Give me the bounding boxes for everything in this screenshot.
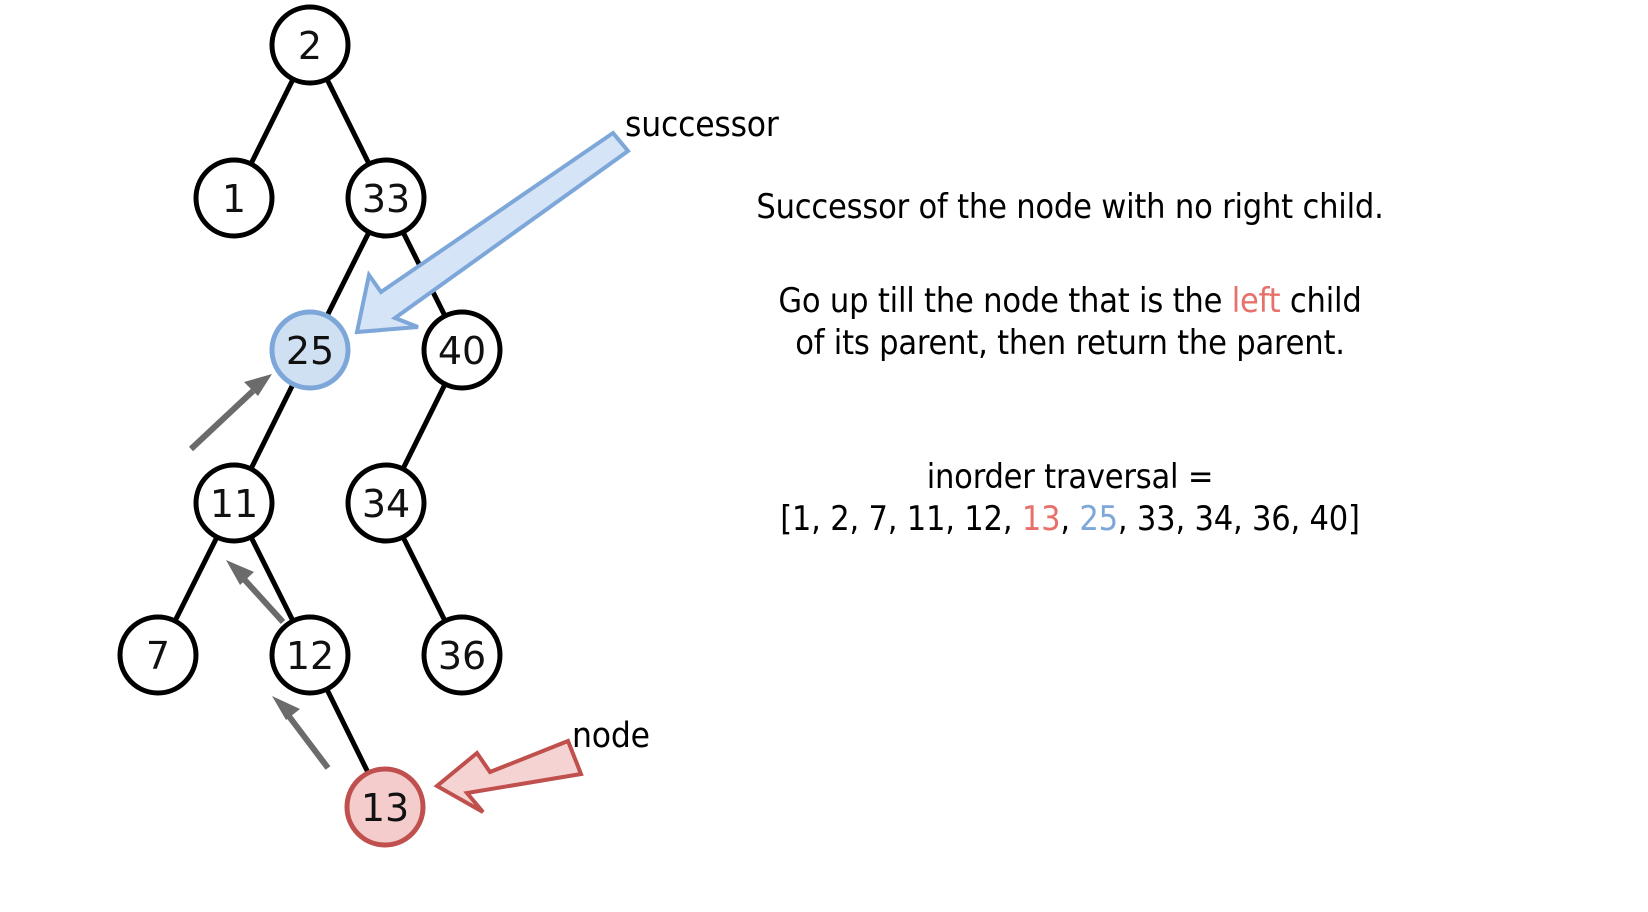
tree-node-1[interactable]: 1 [193, 157, 275, 239]
tree-node-25[interactable]: 25 [269, 309, 351, 391]
successor-callout-arrow [354, 130, 631, 335]
tree-node-1-label: 1 [222, 177, 246, 221]
tree-node-36-label: 36 [438, 634, 486, 678]
tree-nodes: 2 1 33 25 40 11 [117, 4, 503, 848]
traversal-list: [1, 2, 7, 11, 12, 13, 25, 33, 34, 36, 40… [690, 498, 1450, 540]
tree-node-11[interactable]: 11 [193, 462, 275, 544]
explanation-line-2: Go up till the node that is the left chi… [690, 280, 1450, 322]
traversal-close: , 33, 34, 36, 40] [1117, 499, 1360, 539]
tree-node-2[interactable]: 2 [269, 4, 351, 86]
explanation-left-keyword: left [1231, 281, 1281, 321]
successor-annotation-label: successor [625, 105, 779, 145]
tree-node-13[interactable]: 13 [344, 766, 426, 848]
tree-node-36[interactable]: 36 [421, 614, 503, 696]
explanation-line-2-before: Go up till the node that is the [778, 281, 1232, 321]
explanation-line-1: Successor of the node with no right chil… [756, 187, 1384, 227]
tree-node-40-label: 40 [438, 329, 486, 373]
tree-node-11-label: 11 [210, 482, 258, 526]
tree-node-2-label: 2 [298, 24, 322, 68]
explanation-panel: Successor of the node with no right chil… [690, 186, 1450, 540]
explanation-line-3: of its parent, then return the parent. [795, 323, 1345, 363]
walk-arrow-13-to-12 [272, 696, 331, 770]
tree-node-34[interactable]: 34 [345, 462, 427, 544]
walk-arrow-11-to-25 [188, 374, 272, 452]
tree-node-7-label: 7 [146, 634, 170, 678]
traversal-successor-value: 25 [1079, 499, 1118, 539]
tree-node-25-label: 25 [286, 329, 334, 373]
traversal-open: [1, 2, 7, 11, 12, [780, 499, 1022, 539]
tree-node-33[interactable]: 33 [345, 157, 427, 239]
tree-node-33-label: 33 [362, 177, 410, 221]
tree-node-13-label: 13 [361, 786, 409, 830]
traversal-node-value: 13 [1021, 499, 1061, 539]
traversal-title: inorder traversal = [926, 457, 1214, 497]
walk-arrows [188, 374, 331, 770]
tree-node-12[interactable]: 12 [269, 614, 351, 696]
node-annotation-label: node [572, 716, 650, 756]
tree-node-12-label: 12 [286, 634, 334, 678]
tree-node-34-label: 34 [362, 482, 410, 526]
walk-arrow-12-to-11 [226, 560, 286, 625]
traversal-separator: , [1060, 499, 1080, 539]
tree-node-7[interactable]: 7 [117, 614, 199, 696]
tree-node-40[interactable]: 40 [421, 309, 503, 391]
node-callout-arrow [433, 738, 584, 814]
explanation-line-2-after: child [1280, 281, 1362, 321]
